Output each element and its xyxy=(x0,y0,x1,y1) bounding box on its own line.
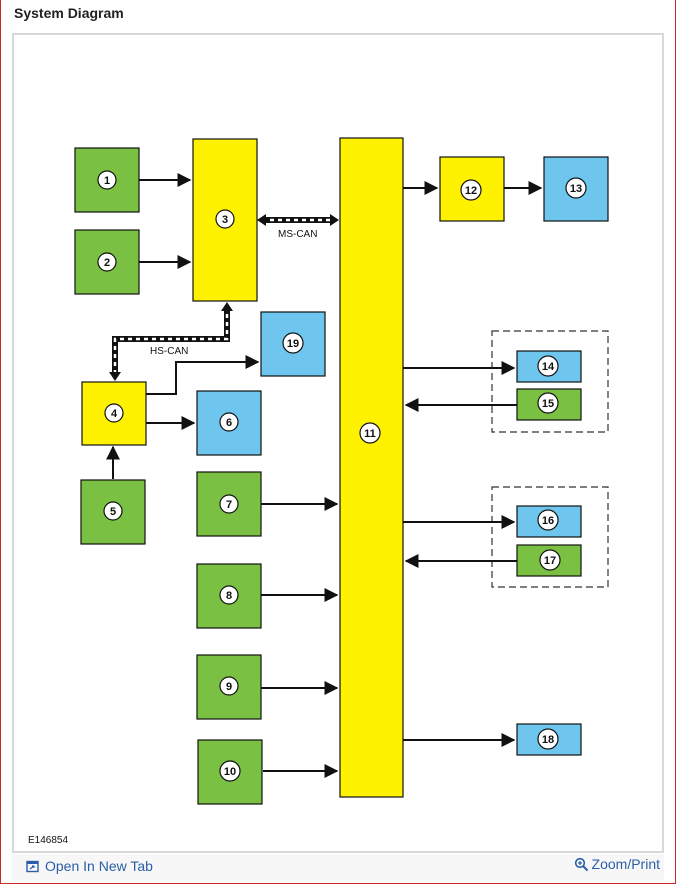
node-10-badge: 10 xyxy=(219,760,241,782)
svg-text:1: 1 xyxy=(104,175,110,187)
svg-text:3: 3 xyxy=(222,214,228,226)
node-7-badge: 7 xyxy=(219,494,239,514)
svg-text:17: 17 xyxy=(544,555,556,567)
svg-text:15: 15 xyxy=(542,398,554,410)
svg-text:13: 13 xyxy=(570,183,582,195)
node-19-badge: 19 xyxy=(282,332,304,354)
svg-text:8: 8 xyxy=(226,590,232,602)
svg-text:7: 7 xyxy=(226,499,232,511)
node-16-badge: 16 xyxy=(537,509,559,531)
svg-text:18: 18 xyxy=(542,734,554,746)
magnifier-icon xyxy=(574,857,588,871)
svg-text:5: 5 xyxy=(110,506,116,518)
node-1-badge: 1 xyxy=(97,170,117,190)
node-18-badge: 18 xyxy=(537,728,559,750)
node-11-box xyxy=(339,137,404,798)
svg-text:19: 19 xyxy=(287,338,299,350)
group-box-16-17 xyxy=(491,486,609,588)
node-9-badge: 9 xyxy=(219,676,239,696)
node-14-badge: 14 xyxy=(537,355,559,377)
svg-text:9: 9 xyxy=(226,681,232,693)
page-title: System Diagram xyxy=(14,5,124,21)
node-17-badge: 17 xyxy=(539,549,561,571)
node-8-badge: 8 xyxy=(219,585,239,605)
svg-text:10: 10 xyxy=(224,766,236,778)
hs-can-bus xyxy=(109,302,233,381)
open-in-new-tab-link[interactable]: Open In New Tab xyxy=(26,858,153,874)
svg-text:6: 6 xyxy=(226,417,232,429)
svg-text:11: 11 xyxy=(364,428,376,440)
footer-bar xyxy=(12,854,664,881)
svg-text:12: 12 xyxy=(465,185,477,197)
node-6-badge: 6 xyxy=(219,412,239,432)
group-box-14-15 xyxy=(491,330,609,433)
hs-can-label: HS-CAN xyxy=(150,346,188,357)
node-3-badge: 3 xyxy=(215,209,235,229)
ms-can-label: MS-CAN xyxy=(278,229,317,240)
zoom-print-link[interactable]: Zoom/Print xyxy=(574,856,660,872)
open-in-new-tab-label: Open In New Tab xyxy=(45,858,153,874)
node-11-badge: 11 xyxy=(359,422,381,444)
svg-text:4: 4 xyxy=(111,408,118,420)
svg-text:2: 2 xyxy=(104,257,110,269)
node-15-badge: 15 xyxy=(537,392,559,414)
arrow-4-to-19 xyxy=(146,355,260,395)
node-12-badge: 12 xyxy=(460,179,482,201)
node-6-box xyxy=(196,390,262,456)
ms-can-bus xyxy=(257,214,339,226)
node-13-badge: 13 xyxy=(565,177,587,199)
open-new-tab-icon xyxy=(26,860,39,872)
svg-text:16: 16 xyxy=(542,515,554,527)
svg-text:14: 14 xyxy=(542,361,555,373)
zoom-print-label: Zoom/Print xyxy=(591,856,660,872)
node-2-badge: 2 xyxy=(97,252,117,272)
node-12-box xyxy=(439,156,505,222)
figure-id: E146854 xyxy=(28,835,69,846)
node-4-badge: 4 xyxy=(104,403,124,423)
node-5-badge: 5 xyxy=(103,501,123,521)
